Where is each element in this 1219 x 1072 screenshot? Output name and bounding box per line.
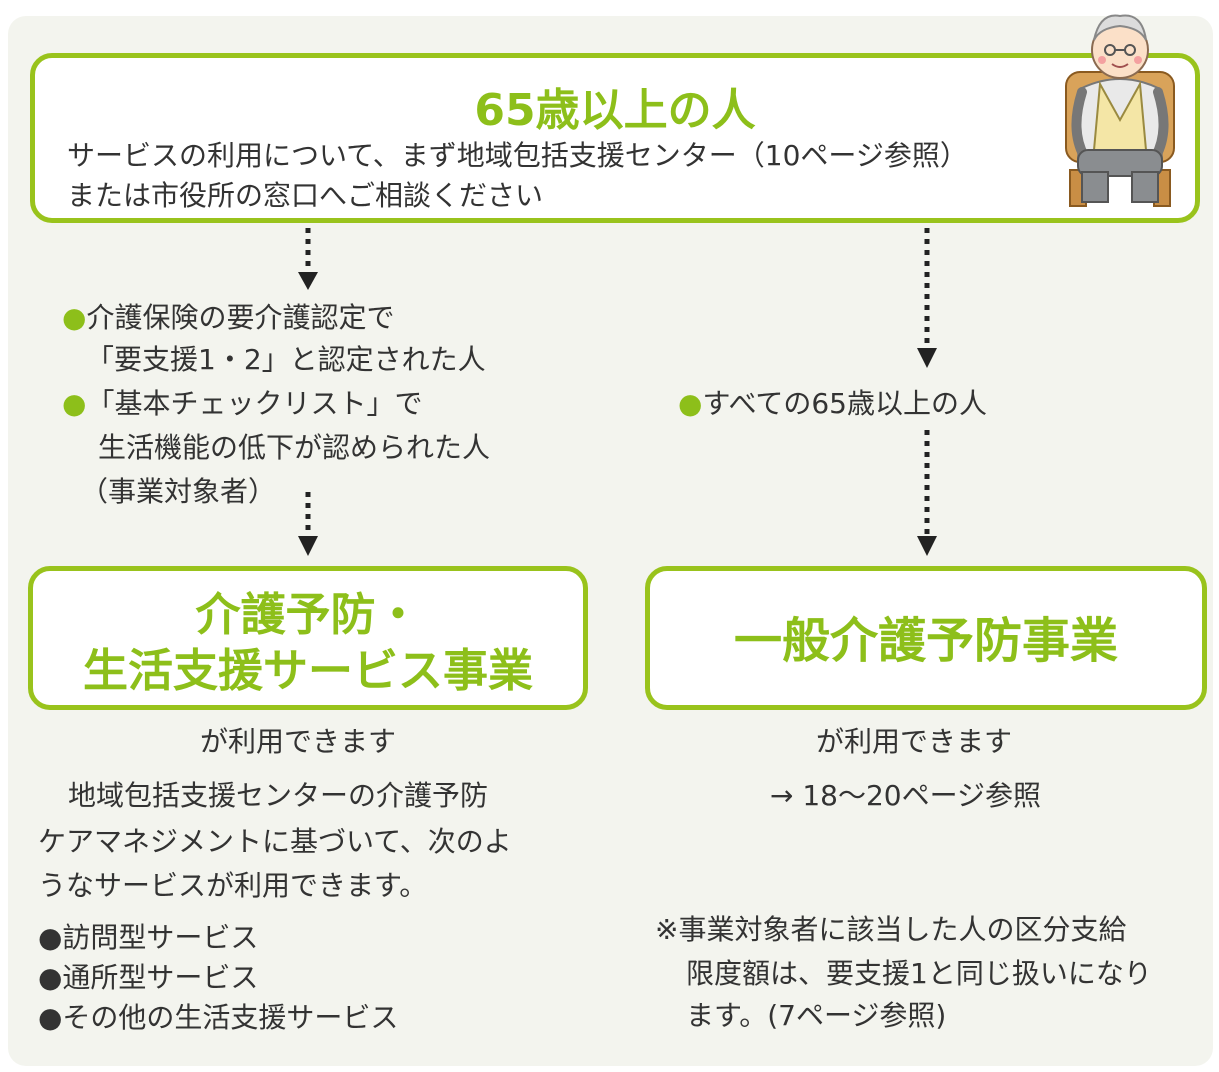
- left-box-title-line1: 介護予防・: [195, 588, 421, 641]
- service-box-prevention-support: 介護予防・ 生活支援サービス事業: [28, 566, 588, 710]
- arrowhead-right-upper: [917, 348, 937, 368]
- right-page-ref: → 18〜20ページ参照: [770, 779, 1042, 812]
- note-line1: ※事業対象者に該当した人の区分支給: [655, 913, 1127, 946]
- top-box-description: サービスの利用について、まず地域包括支援センター（10ページ参照） または市役所…: [67, 136, 1057, 216]
- left-box-title-line2: 生活支援サービス事業: [82, 644, 533, 697]
- bullet-green: ●: [62, 387, 87, 420]
- left-available-text: が利用できます: [200, 725, 397, 758]
- left-criteria-2-line1: ●「基本チェックリスト」で: [62, 384, 422, 424]
- criteria-text: すべての65歳以上の人: [702, 387, 987, 420]
- elderly-person-icon: [1065, 14, 1175, 207]
- top-box-desc-line1: サービスの利用について、まず地域包括支援センター（10ページ参照）: [67, 139, 968, 172]
- left-desc-line2: ケアマネジメントに基づいて、次のよ: [38, 825, 512, 858]
- service-item-home-visit: ●訪問型サービス: [38, 921, 259, 954]
- bullet-green: ●: [678, 387, 703, 420]
- left-criteria-1-line2: 「要支援1・2」と認定された人: [86, 343, 486, 376]
- note-line3: ます。(7ページ参照): [686, 999, 947, 1032]
- left-criteria-2-line3: （事業対象者）: [80, 475, 277, 508]
- right-available-text: が利用できます: [816, 725, 1013, 758]
- note-line2: 限度額は、要支援1と同じ扱いになり: [686, 957, 1152, 990]
- criteria-text: 「基本チェックリスト」で: [86, 387, 423, 420]
- service-box-general-prevention: 一般介護予防事業: [645, 566, 1207, 710]
- left-criteria-2-line2: 生活機能の低下が認められた人: [98, 431, 491, 464]
- service-item-day-service: ●通所型サービス: [38, 961, 259, 994]
- left-box-title: 介護予防・ 生活支援サービス事業: [33, 587, 583, 699]
- arrowhead-left-lower: [298, 536, 318, 556]
- left-desc-line1: 地域包括支援センターの介護予防: [68, 779, 489, 812]
- top-box-title: 65歳以上の人: [474, 85, 756, 136]
- arrowhead-left-upper: [298, 272, 318, 290]
- criteria-text: 介護保険の要介護認定で: [86, 301, 395, 334]
- left-criteria-1-line1: ●介護保険の要介護認定で: [62, 298, 394, 338]
- eligibility-box-65-plus: 65歳以上の人 サービスの利用について、まず地域包括支援センター（10ページ参照…: [30, 53, 1200, 223]
- right-criteria: ●すべての65歳以上の人: [678, 384, 987, 424]
- service-item-other-support: ●その他の生活支援サービス: [38, 1001, 399, 1034]
- top-box-desc-line2: または市役所の窓口へご相談ください: [67, 179, 544, 212]
- right-box-title: 一般介護予防事業: [733, 613, 1118, 669]
- left-desc-line3: うなサービスが利用できます。: [38, 869, 428, 902]
- arrowhead-right-lower: [917, 536, 937, 556]
- bullet-green: ●: [62, 301, 87, 334]
